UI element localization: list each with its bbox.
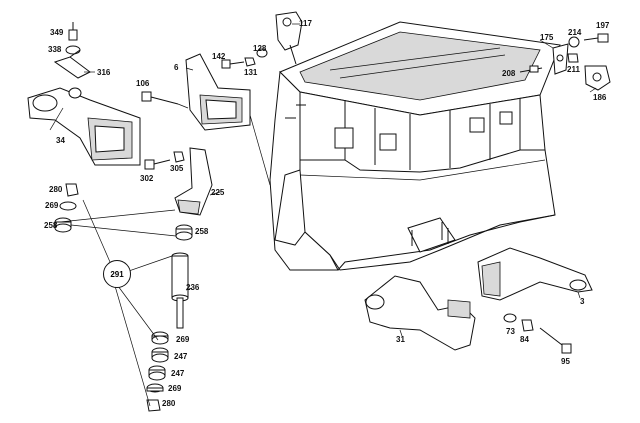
callout-211: 211 xyxy=(567,65,580,74)
washer-73 xyxy=(503,313,517,323)
callout-208: 208 xyxy=(502,69,516,78)
callout-131: 131 xyxy=(244,68,258,77)
rubber-buffer-247-a xyxy=(151,347,169,363)
engine-block xyxy=(269,21,561,271)
washer-128 xyxy=(256,48,268,58)
callout-117: 117 xyxy=(299,19,312,28)
callout-280-bottom: 280 xyxy=(162,399,176,408)
plate-186 xyxy=(584,65,611,91)
nut-211 xyxy=(567,53,579,63)
callout-197: 197 xyxy=(596,21,610,30)
bolt-197 xyxy=(583,33,609,43)
bracket-175 xyxy=(552,43,569,75)
callout-175: 175 xyxy=(540,33,554,42)
callout-269-top: 269 xyxy=(45,201,59,210)
callout-225: 225 xyxy=(211,188,225,197)
nut-280-top xyxy=(65,183,79,197)
callout-128: 128 xyxy=(253,44,267,53)
callout-34: 34 xyxy=(56,136,65,145)
callout-269-lower: 269 xyxy=(176,335,190,344)
callout-214: 214 xyxy=(568,28,582,37)
engine-mount-arm-34 xyxy=(27,87,141,166)
callout-247-b: 247 xyxy=(171,369,185,378)
washer-269-bottom xyxy=(146,383,164,393)
callout-186: 186 xyxy=(593,93,607,102)
nut-84 xyxy=(521,319,534,332)
rubber-buffer-247-b xyxy=(148,365,166,381)
nut-305 xyxy=(173,151,185,163)
rubber-buffer-258-right xyxy=(175,224,193,241)
bolt-106 xyxy=(141,91,189,109)
callout-269-bottom: 269 xyxy=(168,384,182,393)
callout-349: 349 xyxy=(50,28,64,37)
shock-absorber-236 xyxy=(171,252,189,329)
stud-208 xyxy=(519,65,543,73)
callout-302: 302 xyxy=(140,174,154,183)
callout-258-left: 258 xyxy=(44,221,58,230)
callout-247-a: 247 xyxy=(174,352,188,361)
callout-73: 73 xyxy=(506,327,515,336)
callout-258-right: 258 xyxy=(195,227,209,236)
engine-mount-3 xyxy=(477,247,593,301)
nut-280-bottom xyxy=(146,399,161,412)
callout-84: 84 xyxy=(520,335,529,344)
callout-338: 338 xyxy=(48,45,62,54)
callout-95: 95 xyxy=(561,357,570,366)
bolt-95 xyxy=(539,327,572,354)
support-bracket-6 xyxy=(185,53,251,131)
washer-269-lower xyxy=(151,331,169,345)
washer-214 xyxy=(568,36,580,48)
callout-31: 31 xyxy=(396,335,405,344)
callout-236: 236 xyxy=(186,283,200,292)
bracket-225 xyxy=(174,147,213,216)
bracket-117 xyxy=(275,11,303,65)
bolt-142 xyxy=(221,59,245,69)
callout-316: 316 xyxy=(97,68,111,77)
washer-269-top xyxy=(59,201,77,211)
callout-106: 106 xyxy=(136,79,150,88)
callout-291: 291 xyxy=(103,260,131,288)
rubber-buffer-258-left xyxy=(54,217,72,233)
callout-280-top: 280 xyxy=(49,185,63,194)
callout-6: 6 xyxy=(174,63,179,72)
callout-142: 142 xyxy=(212,52,226,61)
bolt-302 xyxy=(144,159,171,170)
nut-131 xyxy=(244,57,256,67)
callout-3: 3 xyxy=(580,297,585,306)
washer-338 xyxy=(65,45,81,55)
bolt-349 xyxy=(68,22,78,41)
callout-305: 305 xyxy=(170,164,184,173)
leader-lines xyxy=(49,23,597,407)
engine-mount-31 xyxy=(364,275,476,351)
